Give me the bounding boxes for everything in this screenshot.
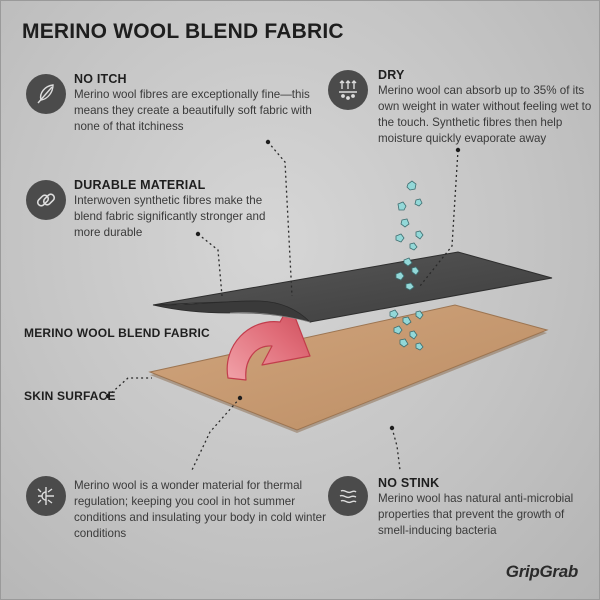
thermal-line: conditions <box>74 527 127 540</box>
no-itch-line: Merino wool fibres are exceptionally fin… <box>74 88 310 101</box>
dry-line: the touch. Synthetic fibres then help <box>378 116 563 129</box>
skin-surface-layer <box>148 304 549 433</box>
evaporation-icon <box>328 70 368 110</box>
durable-line: blend fabric significantly stronger and <box>74 210 266 223</box>
no-stink-line: properties that prevent the growth of <box>378 508 565 521</box>
thermal-line: regulation; keeping you cool in hot summ… <box>74 495 296 508</box>
no-itch-text: Merino wool fibres are exceptionally fin… <box>74 87 312 135</box>
dry-text: Merino wool can absorb up to 35% of its … <box>378 83 591 147</box>
no-itch-heading: NO ITCH <box>74 72 127 86</box>
water-droplets <box>389 180 424 351</box>
link-icon <box>26 180 66 220</box>
fabric-label: MERINO WOOL BLEND FABRIC <box>24 326 210 340</box>
no-stink-heading: NO STINK <box>378 476 440 490</box>
merino-fabric-layer <box>152 251 553 323</box>
dry-line: own weight in water without feeling wet … <box>378 100 592 113</box>
skin-surface-label: SKIN SURFACE <box>24 389 116 403</box>
no-stink-line: Merino wool has natural anti-microbial <box>378 492 574 505</box>
no-itch-line: none of that itchiness <box>74 120 184 133</box>
dry-line: Merino wool can absorb up to 35% of its <box>378 84 585 97</box>
leader-dots <box>105 139 461 431</box>
durable-line: Interwoven synthetic fibres make the <box>74 194 263 207</box>
no-itch-line: means they create a beautifully soft fab… <box>74 104 312 117</box>
sun-snowflake-icon <box>26 476 66 516</box>
odor-waves-icon <box>328 476 368 516</box>
leader-lines <box>107 141 459 471</box>
page-title: MERINO WOOL BLEND FABRIC <box>22 20 344 43</box>
dry-heading: DRY <box>378 68 405 82</box>
durable-line: more durable <box>74 226 143 239</box>
no-stink-line: smell-inducing bacteria <box>378 524 497 537</box>
thermal-line: Merino wool is a wonder material for the… <box>74 479 303 492</box>
gripgrab-logo: GripGrab <box>505 562 579 581</box>
durable-heading: DURABLE MATERIAL <box>74 178 206 192</box>
durable-text: Interwoven synthetic fibres make the ble… <box>74 193 265 241</box>
no-stink-text: Merino wool has natural anti-microbial p… <box>378 491 573 539</box>
feather-icon <box>26 74 66 114</box>
thermal-line: conditions and insulating your body in c… <box>74 511 326 524</box>
dry-line: moisture quickly evaporate away <box>378 132 547 145</box>
thermal-text: Merino wool is a wonder material for the… <box>74 478 326 542</box>
